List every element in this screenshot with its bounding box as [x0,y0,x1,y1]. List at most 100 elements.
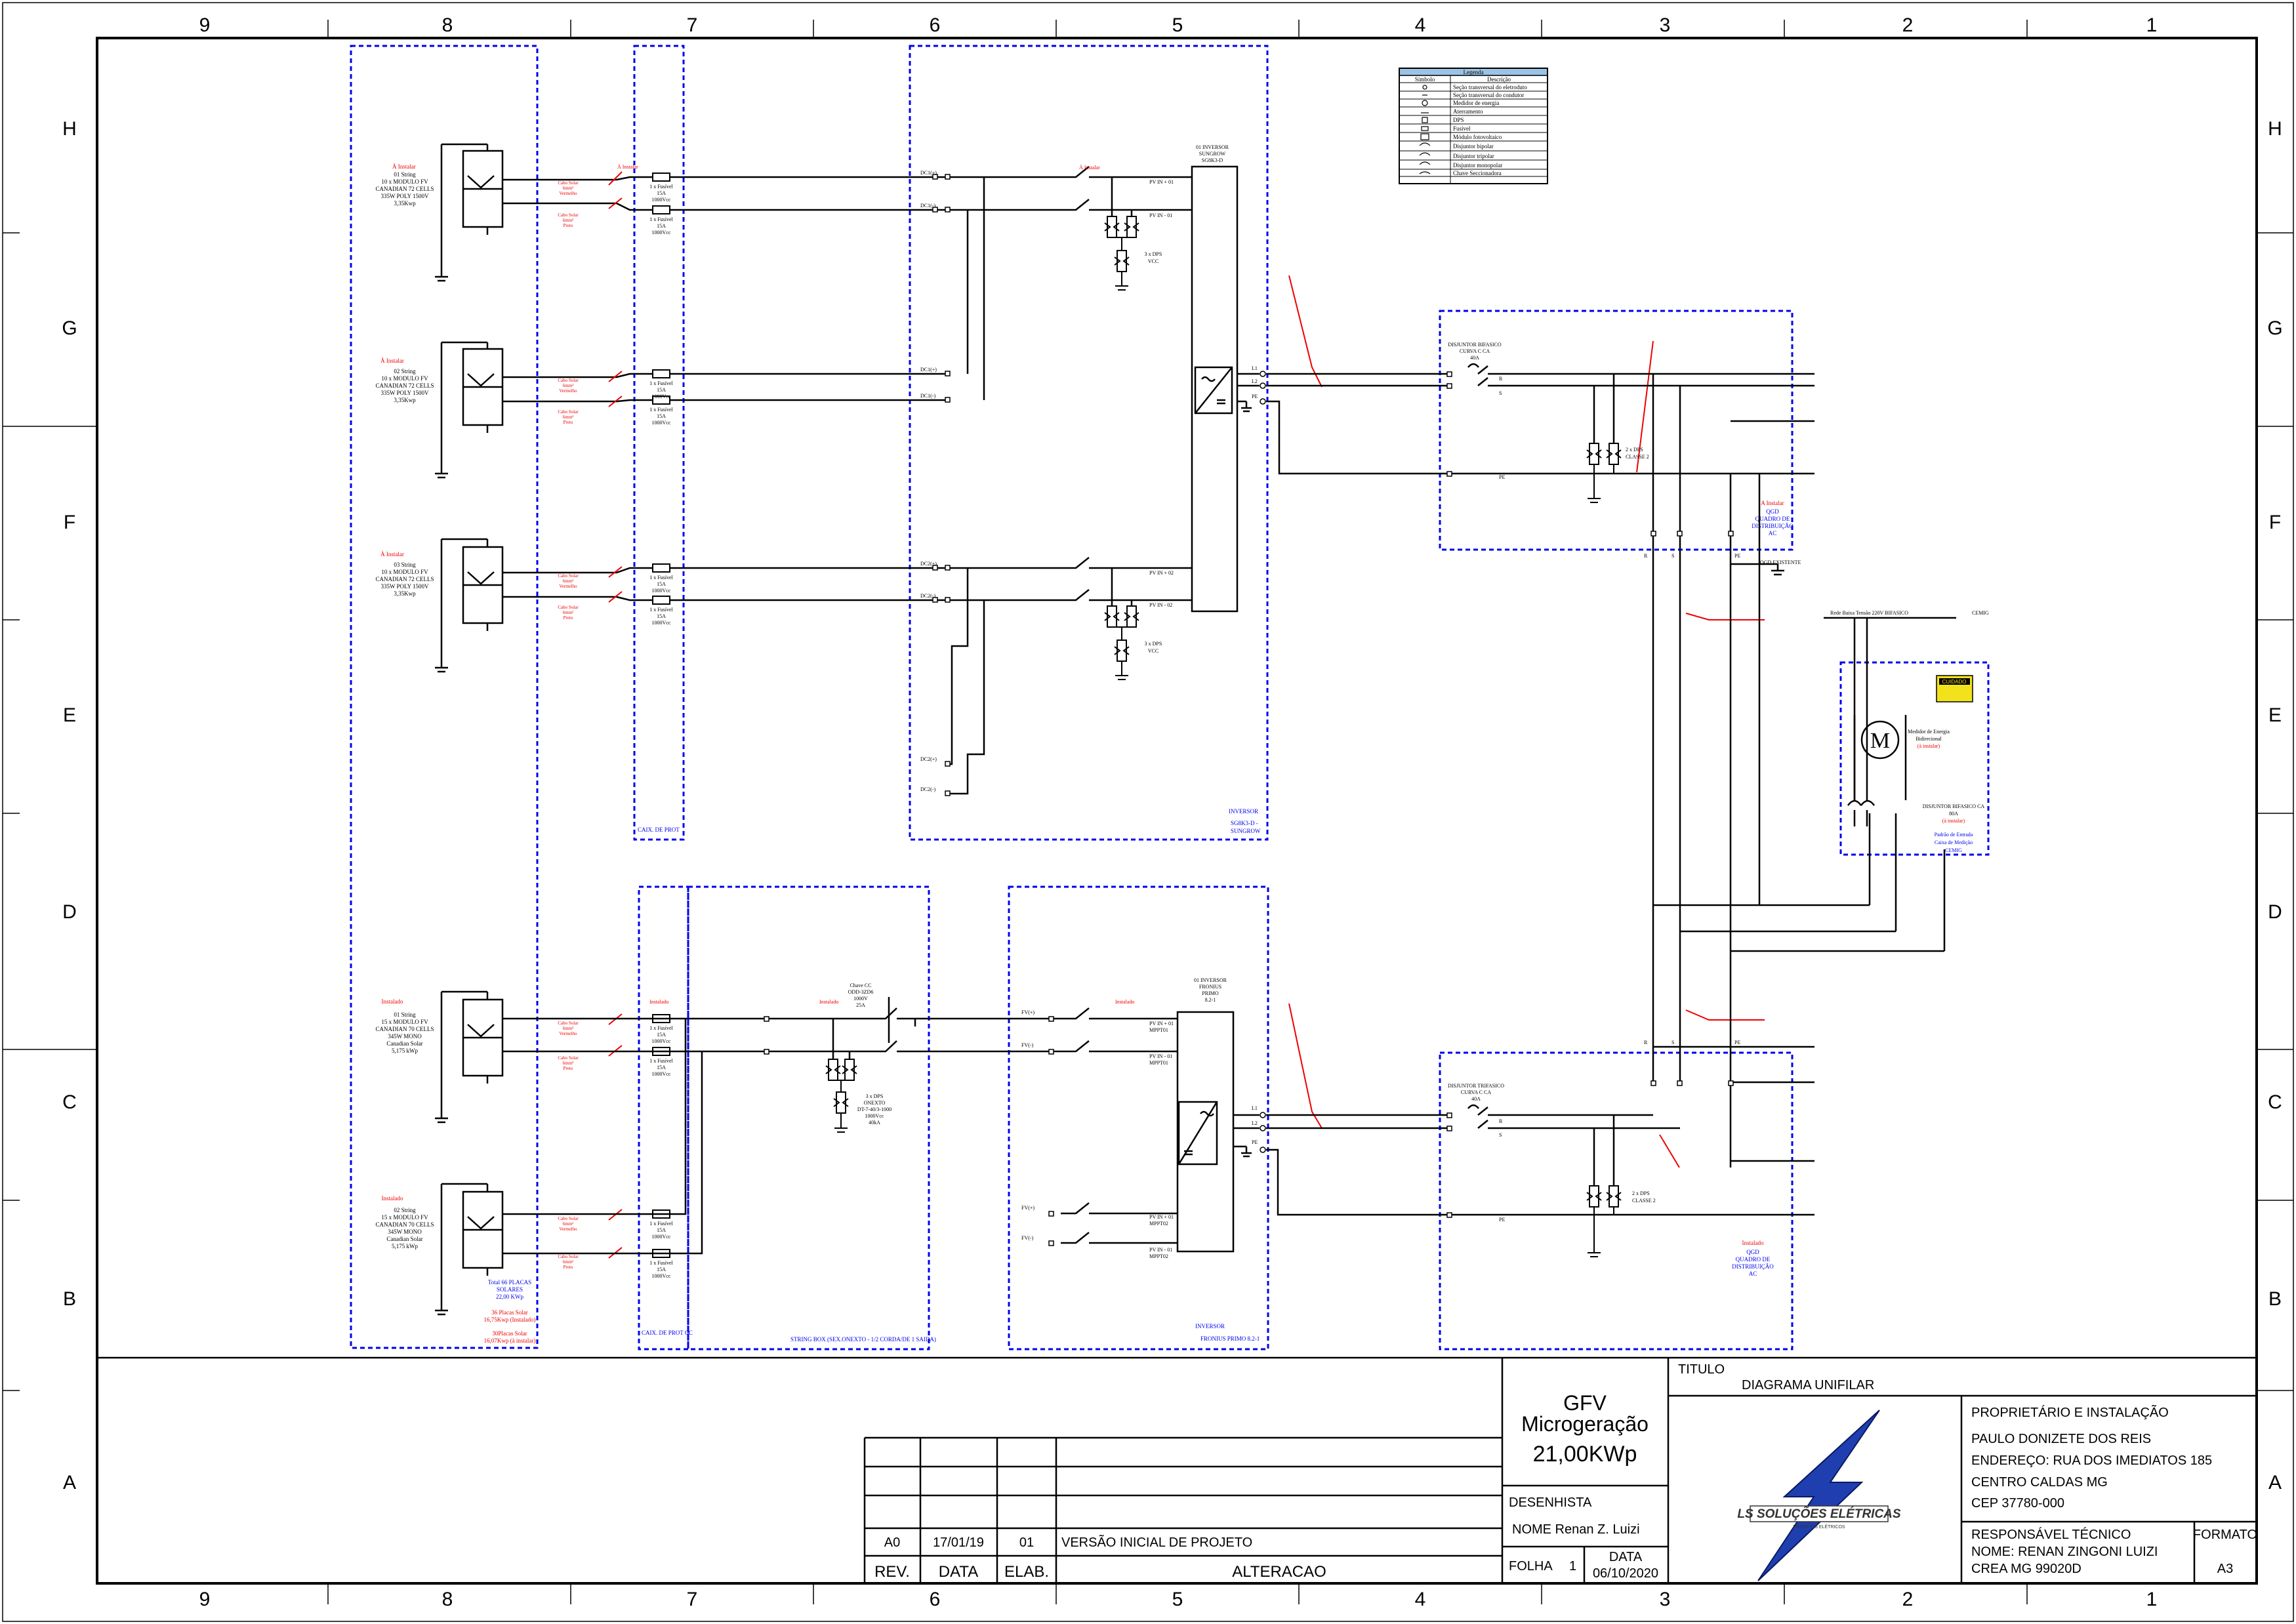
svg-text:L2: L2 [1252,378,1258,384]
svg-text:PE: PE [1252,1139,1258,1145]
svg-text:2 x DPS: 2 x DPS [1632,1190,1650,1196]
svg-text:Instalado: Instalado [649,999,668,1005]
svg-text:L1: L1 [1252,1105,1258,1111]
dps-ac-1 [1586,443,1622,503]
totals-red-label: 36 Placas Solar 16,75Kwp (Instalado) 30P… [484,1309,536,1344]
svg-text:25A: 25A [856,1002,865,1008]
instalar-tags: À Instalar À Instalar Instalado Instalad… [617,163,1134,1005]
svg-text:Cabo Solar: Cabo Solar [558,213,579,218]
modules-box-top [350,45,539,1349]
string-box-terminals [764,1016,1054,1246]
rev-date: 17/01/19 [933,1535,984,1550]
svg-text:Total 66 PLACAS: Total 66 PLACAS [488,1279,531,1286]
gfv-line-1: GFV [1563,1391,1607,1415]
svg-text:A Instalar: A Instalar [1761,500,1784,506]
legend-row: Fusível [1453,125,1471,132]
svg-text:02 String: 02 String [394,1207,416,1213]
svg-text:1000Vcc: 1000Vcc [652,1071,671,1077]
enclosures [350,45,1990,1350]
svg-text:DC1(-): DC1(-) [920,203,935,209]
svg-text:Cabo Solar: Cabo Solar [558,1216,579,1221]
pv-module-icon [435,143,504,282]
row-label-left: H [62,118,77,140]
proprietario-line: ENDEREÇO: RUA DOS IMEDIATOS 185 [1971,1453,2212,1468]
col-label-bottom: 3 [1660,1589,1671,1610]
svg-text:40A: 40A [1470,355,1479,361]
svg-text:16,75Kwp (Instalado): 16,75Kwp (Instalado) [484,1316,536,1323]
fuse-icon [652,563,670,573]
legend-header: Descrição [1487,76,1511,83]
pv-module-icon [435,990,504,1124]
dps-icon [1606,443,1622,465]
svg-text:335W POLY 1500V: 335W POLY 1500V [380,193,429,199]
dps-icons-upper [1104,216,1139,680]
svg-text:01 String: 01 String [394,1011,416,1018]
svg-text:INVERSOR: INVERSOR [1195,1323,1225,1330]
svg-text:PV IN - 02: PV IN - 02 [1149,602,1172,608]
svg-text:5,175 kWp: 5,175 kWp [392,1047,418,1054]
svg-text:R: R [1499,1118,1503,1124]
svg-text:Cabo Solar: Cabo Solar [558,1055,579,1061]
dps-icon [1586,443,1602,465]
svg-text:3,35Kwp: 3,35Kwp [394,590,416,597]
svg-text:CURVA C CA: CURVA C CA [1460,348,1490,354]
prot-box-top [633,45,685,841]
box-labels: CAIX. DE PROT CAIX. DE PROT CC STRING BO… [638,808,1261,1343]
svg-text:1000Vcc: 1000Vcc [652,197,671,203]
rev-header: DATA [939,1563,978,1581]
rev-value: A0 [884,1535,900,1550]
svg-text:Chave CC: Chave CC [850,983,871,988]
legend-row: Seção transversal do eletroduto [1453,84,1527,91]
svg-text:S: S [1499,1132,1502,1138]
svg-text:36 Placas Solar: 36 Placas Solar [491,1309,528,1316]
svg-text:CAIX. DE PROT CC: CAIX. DE PROT CC [642,1330,693,1336]
svg-text:MPPT02: MPPT02 [1149,1253,1168,1259]
row-label-left: C [62,1091,77,1113]
svg-text:QUADRO DE: QUADRO DE [1755,516,1790,522]
legend-symbols [1419,85,1431,174]
svg-text:DC1(+): DC1(+) [920,367,937,373]
svg-text:1000Vcc: 1000Vcc [652,620,671,626]
col-label-top: 2 [1902,14,1914,36]
desenhista-name: NOME Renan Z. Luizi [1512,1522,1640,1537]
dps-icon [1114,639,1130,662]
ac-terminals-1 [1260,371,1452,477]
qgd1-box [1439,310,1794,551]
svg-text:15A: 15A [657,1032,666,1038]
resp-label: RESPONSÁVEL TÉCNICO [1971,1527,2131,1542]
svg-text:335W POLY 1500V: 335W POLY 1500V [380,390,429,396]
svg-text:Preto: Preto [564,420,573,425]
svg-text:1 x Fusível: 1 x Fusível [649,1221,673,1227]
dps-icon [1124,605,1139,628]
fuse-icon [652,173,670,182]
svg-text:MPPT01: MPPT01 [1149,1027,1168,1033]
resp-line: NOME: RENAN ZINGONI LUIZI [1971,1545,2158,1559]
legend-row: Aterramento [1453,108,1483,115]
svg-text:1000Vcc: 1000Vcc [652,1273,671,1279]
formato-value: A3 [2217,1562,2233,1576]
svg-text:CLASSE 2: CLASSE 2 [1626,454,1649,460]
svg-text:15A: 15A [657,413,666,419]
inverter-2 [1176,1011,1235,1253]
svg-text:6mm²: 6mm² [563,415,574,420]
svg-text:Preto: Preto [564,1265,573,1270]
svg-text:DC2(+): DC2(+) [920,561,937,567]
svg-text:PV IN + 01: PV IN + 01 [1149,179,1174,185]
svg-text:Cabo Solar: Cabo Solar [558,605,579,610]
svg-text:PE: PE [1252,394,1258,399]
svg-text:SUNGROW: SUNGROW [1199,151,1226,157]
svg-text:S: S [1671,553,1674,559]
svg-text:01 String: 01 String [394,171,416,178]
svg-text:DC2(-): DC2(-) [920,786,935,792]
inverter-2-title: 01 INVERSOR FRONIUS PRIMO 8.2-1 [1194,977,1227,1003]
svg-text:Canadian Solar: Canadian Solar [386,1236,422,1242]
svg-text:FRONIUS: FRONIUS [1199,984,1221,990]
svg-text:PV IN + 02: PV IN + 02 [1149,570,1174,576]
svg-text:Cabo Solar: Cabo Solar [558,378,579,383]
svg-text:Cabo Solar: Cabo Solar [558,1021,579,1026]
dps-onexto [825,1059,857,1133]
col-label-bottom: 8 [442,1589,453,1610]
resp-line: CREA MG 99020D [1971,1562,2081,1576]
